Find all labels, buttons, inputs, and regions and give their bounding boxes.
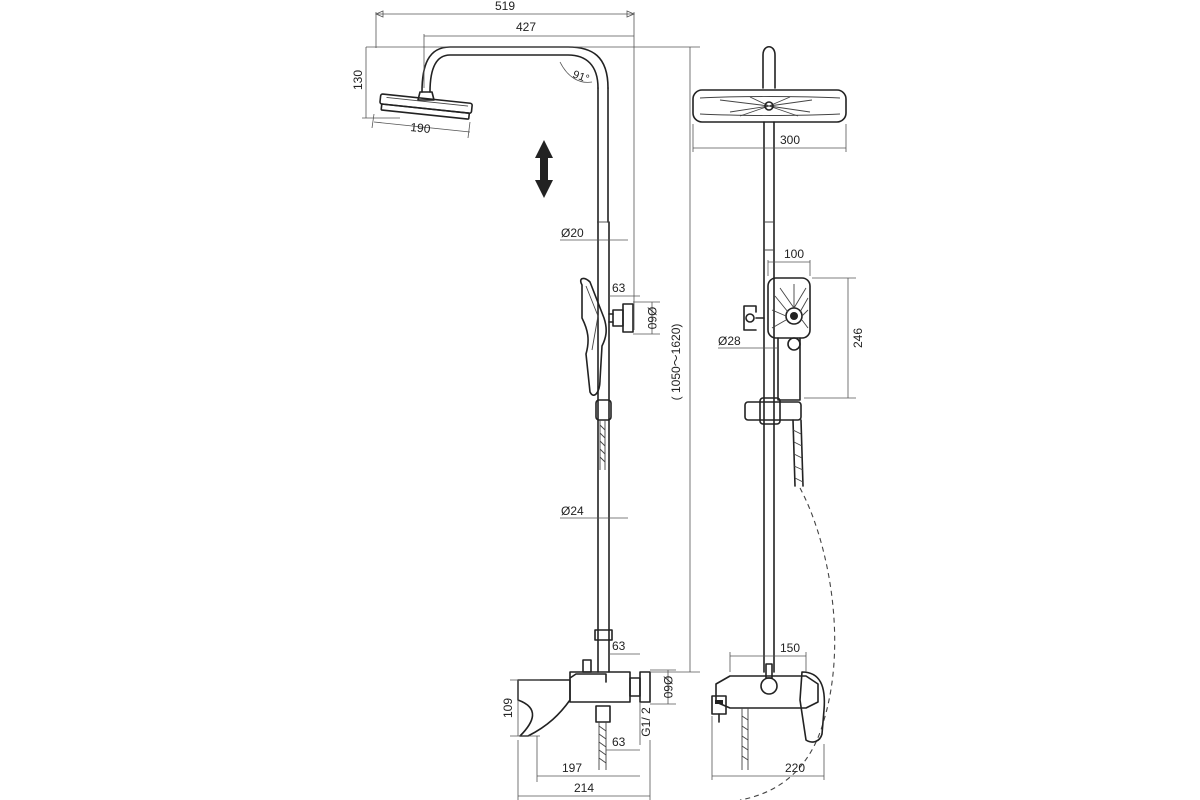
riser-pipe-upper bbox=[597, 87, 609, 223]
side-view bbox=[379, 46, 651, 770]
dim-spout-reach: 197 bbox=[562, 761, 582, 775]
front-view-dimensions: 300 100 246 Ø28 150 220 bbox=[692, 124, 865, 780]
dim-overall-width: 519 bbox=[495, 0, 515, 13]
spout-side bbox=[517, 679, 571, 737]
dim-head-height: 130 bbox=[351, 70, 365, 90]
wall-bracket-front bbox=[745, 313, 755, 323]
dim-bracket-upper: Ø60 bbox=[645, 307, 659, 330]
side-view-dimensions: 519 427 130 91° 190 Ø20 63 Ø60 ( 1050～16… bbox=[351, 0, 700, 800]
mixer-lever-front bbox=[799, 671, 826, 743]
dim-wall-offset-inlet: 63 bbox=[612, 735, 626, 749]
mixer-body-front bbox=[715, 675, 819, 709]
dim-head-diameter: 190 bbox=[410, 120, 432, 136]
dim-wall-offset-upper: 63 bbox=[612, 281, 626, 295]
dim-bracket-lower: Ø60 bbox=[661, 676, 675, 699]
dim-mixer-width: 220 bbox=[785, 761, 805, 775]
dim-holder-diameter: Ø28 bbox=[718, 334, 741, 348]
dim-mixer-height: 109 bbox=[501, 698, 515, 718]
wall-bracket-upper bbox=[612, 309, 624, 327]
hose-dashed-path bbox=[739, 487, 836, 800]
rain-shower-head-side bbox=[379, 93, 473, 120]
dim-inlet-spacing: 150 bbox=[780, 641, 800, 655]
front-view bbox=[692, 45, 847, 800]
dim-mixer-depth: 214 bbox=[574, 781, 594, 795]
dim-hand-shower-length: 246 bbox=[851, 328, 865, 348]
dim-arm-angle: 91° bbox=[571, 69, 591, 86]
dim-pipe-upper: Ø20 bbox=[561, 226, 584, 240]
dim-head-width: 300 bbox=[780, 133, 800, 147]
double-arrow-vertical-icon bbox=[535, 140, 553, 198]
hose-front bbox=[792, 419, 804, 487]
mixer-body-side bbox=[569, 671, 631, 703]
slider-holder-side bbox=[595, 399, 612, 421]
wall-bracket-lower bbox=[629, 677, 641, 697]
hand-shower-side bbox=[579, 277, 607, 396]
riser-pipe-lower bbox=[597, 221, 610, 673]
hand-shower-front bbox=[767, 277, 811, 339]
dim-arm-reach: 427 bbox=[516, 20, 536, 34]
dim-height-range: ( 1050～1620) bbox=[669, 324, 683, 401]
dim-wall-offset-mixer: 63 bbox=[612, 639, 626, 653]
riser-pipe-front bbox=[763, 121, 775, 673]
dim-hand-shower-width: 100 bbox=[784, 247, 804, 261]
rain-shower-head-front bbox=[692, 89, 847, 123]
slider-holder-front bbox=[744, 401, 802, 421]
dim-thread-size: G1/ 2 bbox=[639, 707, 653, 737]
shower-arm bbox=[429, 54, 599, 93]
dim-pipe-lower: Ø24 bbox=[561, 504, 584, 518]
